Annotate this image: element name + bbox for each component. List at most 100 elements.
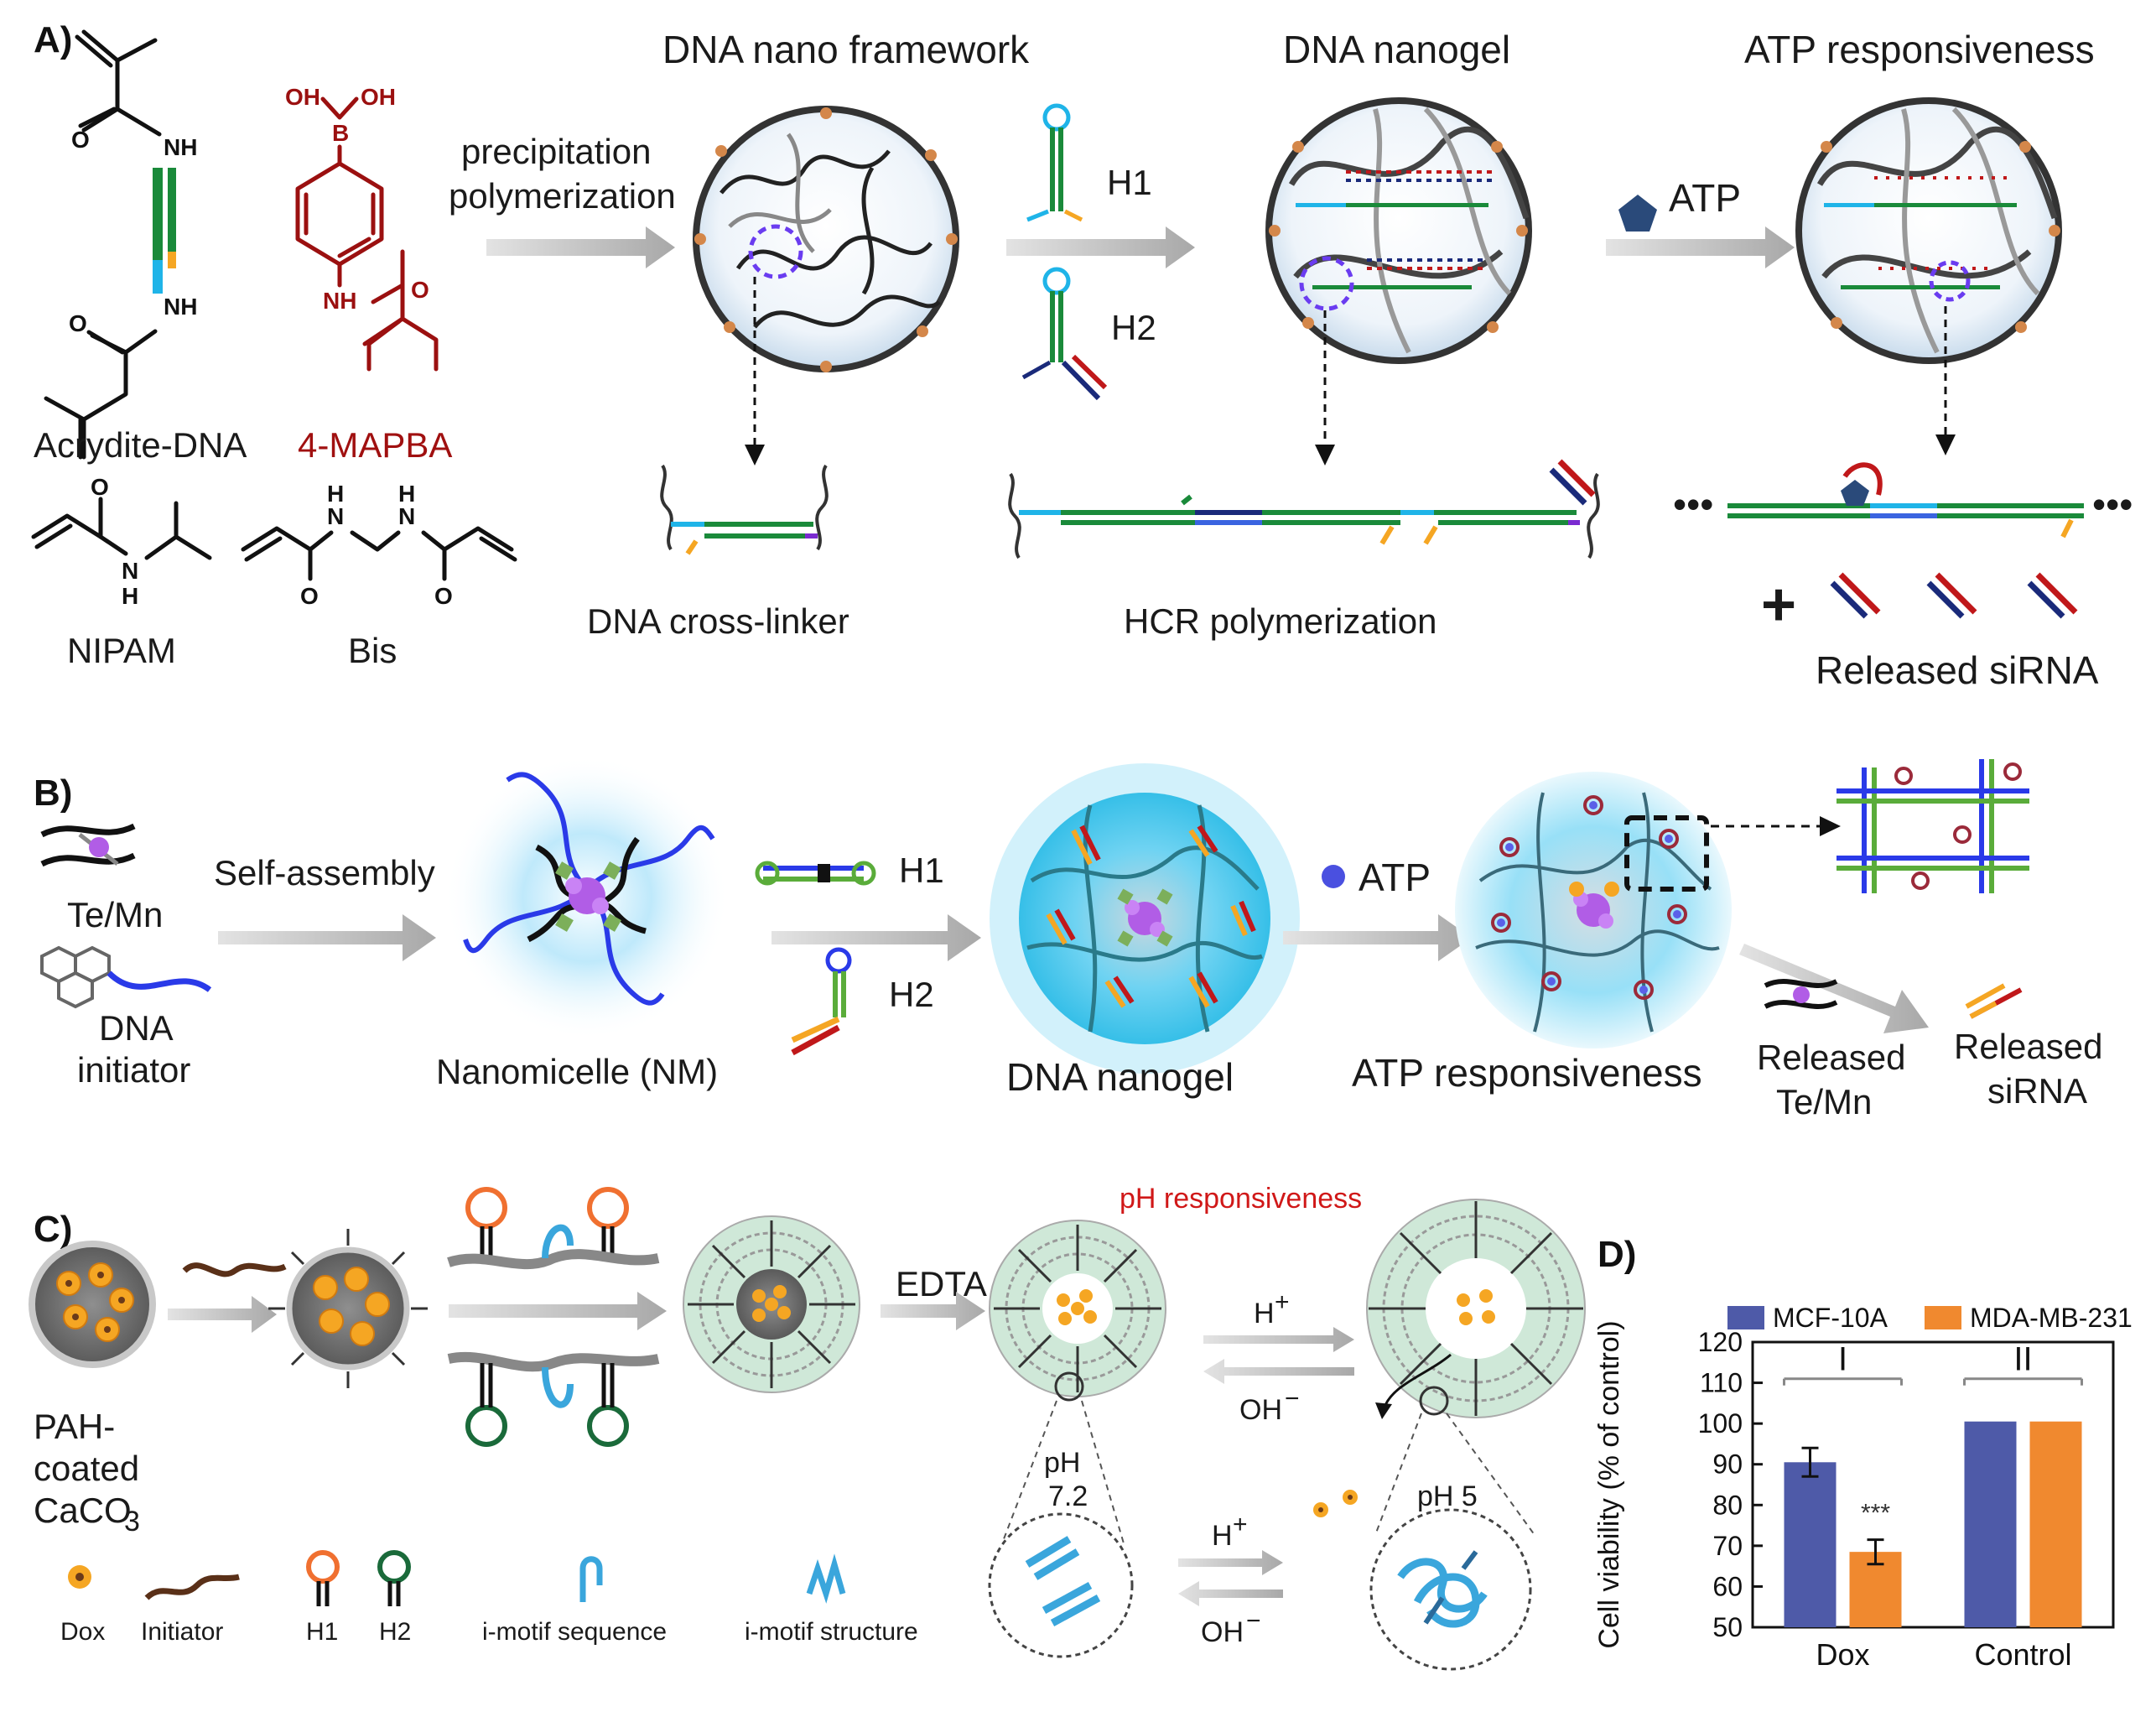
atom-b: B — [332, 120, 349, 146]
atom-h-3: H — [398, 481, 415, 507]
atom-n-3: N — [398, 503, 415, 529]
dna-initiator-label-1: DNA — [99, 1008, 174, 1048]
ph-responsiveness-title: pH responsiveness — [1120, 1183, 1362, 1215]
ph72-label-1: pH — [1044, 1447, 1080, 1479]
legend-imotif-struct: i-motif structure — [745, 1618, 918, 1646]
x-tick-label: Control — [1974, 1637, 2071, 1672]
bar-mcf-10a-control — [1964, 1421, 2017, 1627]
h1-h2-strand-graphic — [447, 1187, 660, 1447]
atom-nh-3: NH — [323, 288, 356, 314]
released-te-mn-icon — [1764, 979, 1838, 1009]
dna-nanogel-sphere-b — [990, 763, 1300, 1074]
dna-nanogel-title-a: DNA nanogel — [1283, 28, 1510, 71]
atp-arrow-b — [1283, 914, 1472, 961]
atom-o-6: O — [434, 583, 453, 609]
precipitation-arrow — [486, 226, 675, 268]
te-mn-label: Te/Mn — [67, 895, 163, 934]
dna-crosslinker-diagram — [660, 464, 829, 555]
legend-dox: Dox — [60, 1618, 105, 1646]
h1-h2-arrow-b — [771, 914, 981, 961]
hcr-polymerization-diagram — [1008, 459, 1600, 559]
released-sirna-icon-b — [1965, 983, 2023, 1019]
mapba-structure: OH OH B NH O — [285, 84, 439, 372]
y-tick-label: 70 — [1712, 1531, 1743, 1561]
y-tick-label: 90 — [1712, 1449, 1743, 1480]
shell-ph72 — [989, 1220, 1166, 1402]
released-sirna-label-b-2: siRNA — [1987, 1071, 2087, 1111]
atp-pentagon-icon — [1618, 195, 1657, 232]
acrydite-dna-label: Acrydite-DNA — [34, 425, 247, 465]
hcr-arrow-c — [449, 1292, 667, 1330]
mapba-label: 4-MAPBA — [298, 425, 452, 465]
y-tick-label: 60 — [1712, 1571, 1743, 1601]
atom-o-2: O — [69, 310, 87, 336]
h1-h2-arrow-a — [1006, 226, 1195, 268]
atom-h-2: H — [327, 481, 344, 507]
legend-label: MCF-10A — [1773, 1303, 1888, 1333]
oh-minus-label-1: OH — [1239, 1394, 1282, 1426]
atom-n-1: N — [122, 558, 138, 584]
h2-label-b: H2 — [889, 975, 934, 1014]
y-tick-label: 120 — [1698, 1327, 1743, 1357]
panel-d-label: D) — [1598, 1234, 1636, 1275]
minus-sup-1: − — [1285, 1385, 1300, 1413]
atom-o-5: O — [300, 583, 319, 609]
dna-initiator-icon — [40, 945, 212, 1009]
plus-sign: + — [1761, 571, 1796, 638]
h-plus-sup-2: + — [1233, 1511, 1248, 1538]
dna-nanogel-sphere-a — [1265, 97, 1532, 364]
dna-nanogel-label-b: DNA nanogel — [1006, 1055, 1234, 1099]
bar-mda-mb-231-control — [2029, 1421, 2082, 1627]
nipam-label: NIPAM — [67, 631, 176, 670]
atp-label-b: ATP — [1359, 856, 1431, 899]
panel-a-label: A) — [34, 19, 72, 60]
released-sirna-icons-a — [1830, 572, 2078, 619]
pah-label-3: CaCO — [34, 1491, 132, 1530]
nanomicelle-graphic — [444, 755, 730, 1040]
edta-arrow — [881, 1292, 985, 1330]
dna-cross-linker-label: DNA cross-linker — [587, 601, 849, 641]
acrydite-dna-structure: O NH NH O — [44, 29, 197, 460]
h1-label-b: H1 — [899, 851, 944, 890]
zoom-circle-ph72 — [988, 1512, 1134, 1658]
pah-label-3-sub: 3 — [124, 1506, 140, 1537]
caco3-core — [29, 1241, 156, 1368]
dna-nano-framework-sphere — [693, 106, 959, 372]
panel-b-label: B) — [34, 773, 72, 814]
zoom-circle-ph5 — [1369, 1508, 1532, 1671]
bar-mcf-10a-dox — [1784, 1462, 1836, 1627]
release-arrow-b — [1739, 944, 1929, 1033]
hairpin-h2-a — [1021, 267, 1108, 401]
dots-left: ••• — [1673, 482, 1713, 526]
hcr-polymerization-label: HCR polymerization — [1124, 601, 1436, 641]
plot-frame — [1751, 1340, 2115, 1629]
bis-label: Bis — [348, 631, 397, 670]
atp-arrow-a — [1606, 226, 1795, 268]
legend-h1: H1 — [306, 1618, 338, 1646]
released-te-mn-label-2: Te/Mn — [1776, 1082, 1872, 1121]
initiator-strand-icon — [182, 1262, 287, 1277]
legend-label: MDA-MB-231 — [1970, 1303, 2133, 1333]
self-assembly-arrow — [218, 914, 436, 961]
panel-c-label: C) — [34, 1209, 72, 1250]
released-sirna-label-b-1: Released — [1954, 1027, 2102, 1066]
network-zoom-graphic — [1836, 759, 2029, 893]
nanomicelle-label: Nanomicelle (NM) — [436, 1052, 718, 1091]
atp-responsiveness-sphere-a — [1795, 97, 2062, 364]
group-label: II — [2013, 1341, 2032, 1378]
legend-imotif-seq: i-motif sequence — [482, 1618, 667, 1646]
pah-label-2: coated — [34, 1449, 139, 1488]
hairpin-h1-b — [755, 861, 876, 886]
dots-right: ••• — [2092, 482, 2133, 526]
atp-responsiveness-label-b: ATP responsiveness — [1352, 1051, 1702, 1095]
h-plus-label-1: H — [1254, 1298, 1275, 1329]
legend-swatch — [1925, 1306, 1961, 1329]
atom-nh-1: NH — [164, 134, 197, 160]
shell-ph5 — [1313, 1199, 1586, 1517]
precipitation-label-2: polymerization — [449, 176, 676, 216]
legend-panel-c — [68, 1550, 846, 1606]
h2-label-a: H2 — [1111, 308, 1156, 347]
caco3-initiator-coated — [268, 1229, 428, 1388]
atom-o-4: O — [91, 474, 109, 500]
